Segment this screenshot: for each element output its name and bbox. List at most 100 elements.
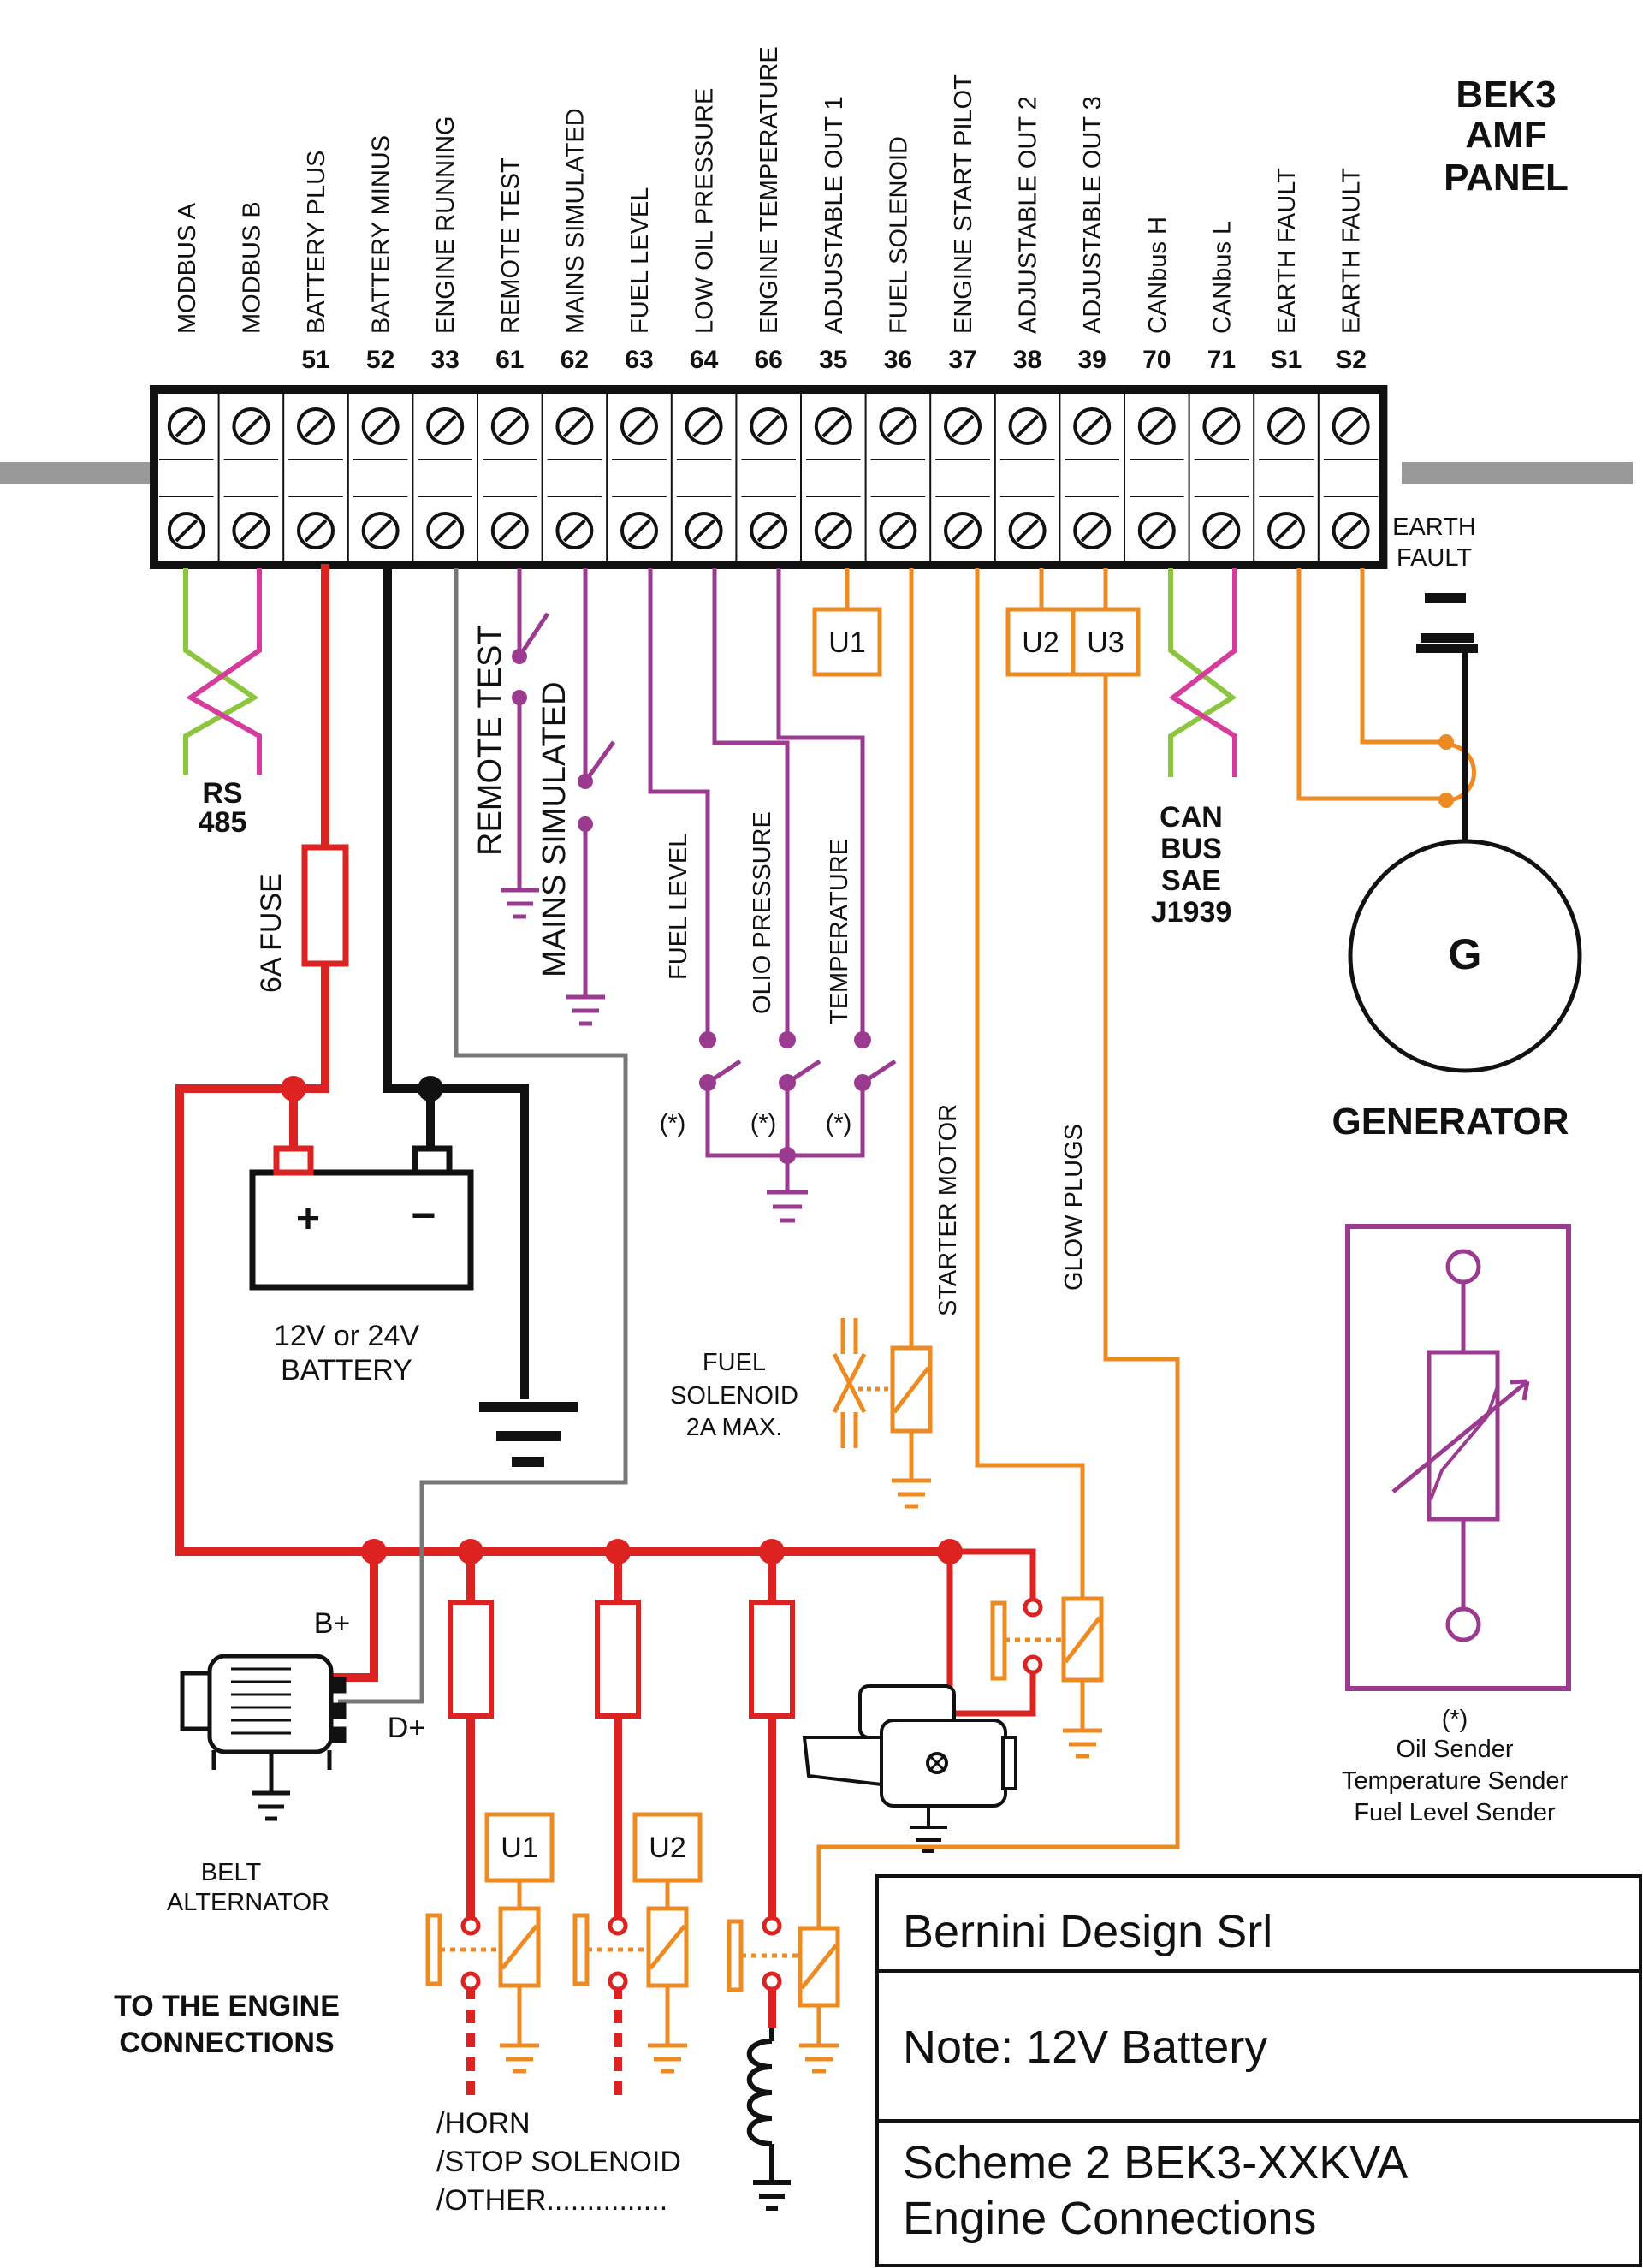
mains-simulated-switch: [566, 568, 616, 1026]
terminal-name-label: BATTERY MINUS: [368, 135, 395, 334]
u2-label: U2: [1022, 626, 1059, 659]
oil-pressure-sensor-label: OLIO PRESSURE: [749, 811, 776, 1014]
terminal-screw-icon: [555, 512, 594, 549]
title-block-scheme-1: Scheme 2 BEK3-XXKVA: [903, 2137, 1408, 2188]
terminal-screw-icon: [944, 407, 982, 445]
terminal-screw-icon: [426, 512, 465, 549]
output-fuse-branches: [370, 1552, 776, 2097]
terminal-screw-icon: [1202, 407, 1241, 445]
terminal-screw-icon: [1073, 512, 1112, 549]
sender-note-2: Oil Sender: [1396, 1736, 1513, 1763]
terminal-screw-icon: [297, 407, 335, 445]
start-pilot-wiring: [975, 568, 1104, 1759]
terminal-name-label: MAINS SIMULATED: [561, 108, 589, 334]
terminal-screw-icon: [1137, 407, 1176, 445]
u2-u3-wire: [1039, 568, 1108, 609]
title-block: [875, 1874, 1642, 2267]
u3-label: U3: [1087, 626, 1124, 659]
title-block-company: Bernini Design Srl: [903, 1906, 1272, 1957]
b-plus-label: B+: [314, 1607, 351, 1640]
terminal-name-label: LOW OIL PRESSURE: [691, 88, 719, 334]
fuel-solenoid-label-2: SOLENOID: [670, 1382, 798, 1410]
terminal-name-label: ENGINE TEMPERATURE: [756, 46, 783, 334]
belt-alternator-icon: [180, 1654, 347, 1821]
terminal-screw-icon: [1267, 512, 1305, 549]
glow-plugs-wiring: [816, 674, 1180, 1928]
earth-fault-wiring: [1296, 568, 1476, 808]
terminal-screw-icon: [1332, 512, 1370, 549]
terminal-screw-icon: [944, 512, 982, 549]
terminal-name-label: EARTH FAULT: [1338, 168, 1366, 334]
rs485-twisted-pair: [183, 568, 262, 775]
remote-test-switch: [501, 568, 550, 919]
fuel-solenoid-wiring: [832, 568, 933, 1509]
u2-box: [1005, 607, 1076, 677]
terminal-screw-icon: [167, 512, 205, 549]
din-rail-right: [1402, 462, 1633, 484]
battery-label-2: BATTERY: [281, 1354, 412, 1386]
terminal-number-label: 38: [1013, 346, 1041, 374]
bus-nodes: [361, 1539, 963, 1564]
terminal-name-label: FUEL SOLENOID: [885, 136, 912, 334]
sensor-contact-dots: [699, 1031, 871, 1164]
terminal-screw-icon: [879, 407, 917, 445]
battery-plus-node: [281, 1076, 306, 1101]
output-fuses: [448, 1600, 795, 1719]
battery-minus-sign: −: [411, 1191, 436, 1239]
terminal-name-label: FUEL LEVEL: [626, 187, 654, 334]
fuse-6a: [301, 844, 349, 967]
terminal-name-label: REMOTE TEST: [497, 157, 525, 334]
asterisk-oil: (*): [750, 1110, 777, 1137]
u1-box: [812, 607, 882, 677]
u1-label: U1: [828, 626, 865, 659]
sender-note-4: Fuel Level Sender: [1354, 1799, 1556, 1826]
fuse-6a-label: 6A FUSE: [255, 873, 288, 993]
terminal-number-label: 36: [884, 346, 912, 374]
title-block-note: Note: 12V Battery: [903, 2022, 1267, 2073]
terminal-screw-icon: [879, 512, 917, 549]
engine-connections-label-1: TO THE ENGINE: [114, 1990, 340, 2022]
terminal-number-label: 52: [366, 346, 394, 374]
rs485-label-2: 485: [199, 806, 247, 839]
terminal-number-label: 37: [948, 346, 976, 374]
terminal-number-label: S1: [1271, 346, 1302, 374]
terminal-name-label: BATTERY PLUS: [303, 151, 330, 334]
earth-ground-icon: [1416, 593, 1478, 843]
terminal-screw-icon: [685, 407, 723, 445]
sensor-wiring: [648, 568, 897, 1223]
glow-plugs-label: GLOW PLUGS: [1060, 1124, 1088, 1291]
u2-bottom-label: U2: [649, 1832, 685, 1864]
asterisk-temp: (*): [826, 1110, 852, 1137]
terminal-name-label: MODBUS B: [238, 201, 265, 334]
terminal-screw-icon: [490, 512, 529, 549]
sender-note-3: Temperature Sender: [1342, 1767, 1569, 1795]
terminal-screw-icon: [620, 407, 658, 445]
terminal-number-label: 63: [625, 346, 653, 374]
terminal-screw-icon: [1267, 407, 1305, 445]
terminal-screw-icon: [232, 407, 270, 445]
terminal-name-label: CANbus L: [1208, 221, 1236, 334]
belt-alternator-label-2: ALTERNATOR: [167, 1889, 329, 1916]
u1-bottom-label: U1: [501, 1832, 537, 1864]
earth-fault-label-1: EARTH: [1392, 514, 1476, 541]
terminal-screw-icon: [814, 407, 852, 445]
terminal-screw-icon: [1073, 407, 1112, 445]
canbus-label-2: BUS: [1160, 833, 1222, 865]
battery-ground-icon: [479, 1402, 578, 1467]
terminal-number-label: 64: [690, 346, 719, 374]
generator-symbol: G: [1449, 930, 1482, 978]
terminal-screw-icon: [1008, 407, 1047, 445]
earth-fault-label-2: FAULT: [1397, 544, 1472, 572]
terminal-number-label: 35: [819, 346, 847, 374]
terminal-number-label: 71: [1207, 346, 1236, 374]
terminal-screw-icon: [490, 407, 529, 445]
canbus-twisted-pair: [1168, 568, 1237, 777]
terminal-screw-icon: [750, 407, 788, 445]
bottom-contacts: [460, 1915, 782, 1992]
terminal-screw-icon: [750, 512, 788, 549]
terminal-name-label: ADJUSTABLE OUT 1: [821, 96, 848, 334]
terminal-screw-icon: [361, 407, 400, 445]
terminal-screw-icon: [297, 512, 335, 549]
